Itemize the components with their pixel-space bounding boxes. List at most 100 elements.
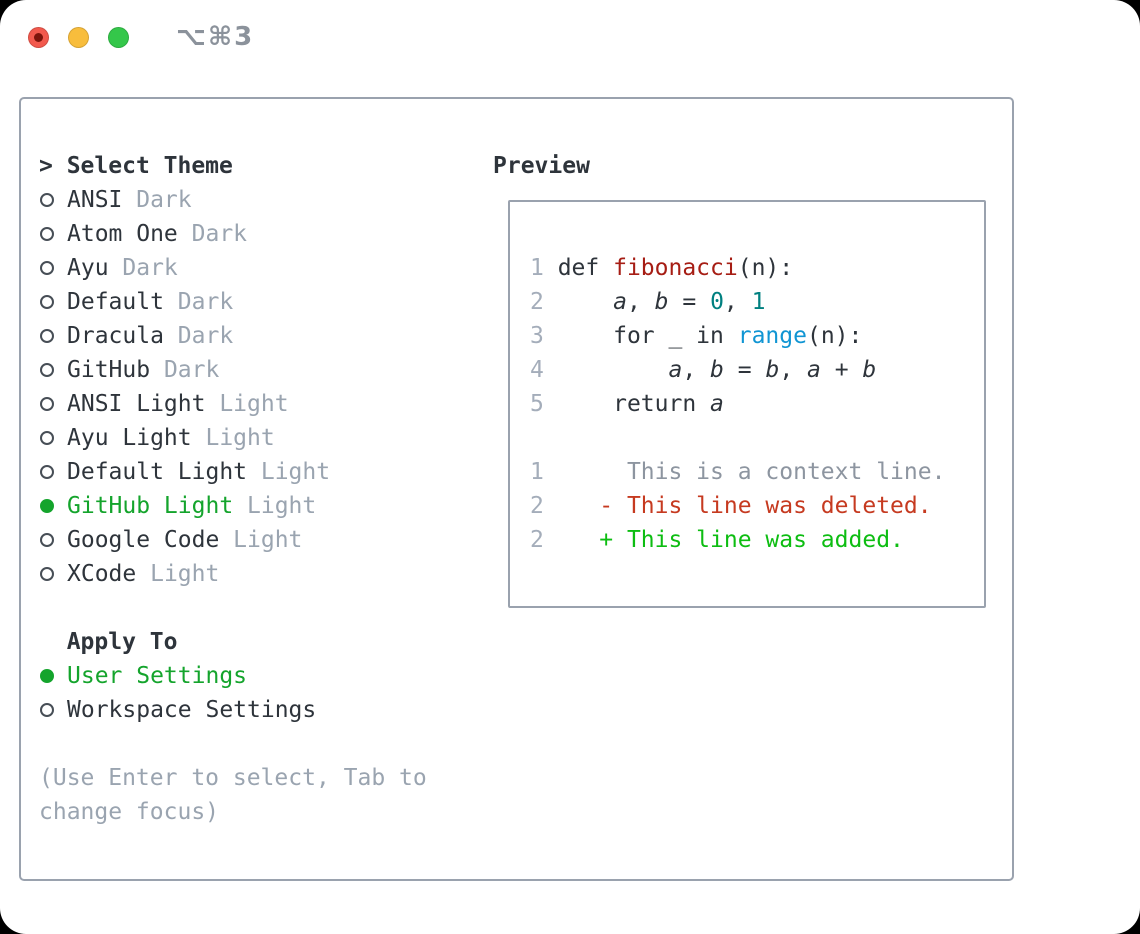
theme-option-ayu[interactable]: Ayu Dark [39,251,479,285]
apply-option-label: Workspace Settings [67,697,317,723]
code-line: 3 for _ in range(n): [530,319,984,353]
code-line: 1 def fibonacci(n): [530,251,984,285]
theme-option-default[interactable]: Default Dark [39,285,479,319]
theme-variant-label: Dark [136,187,192,213]
token-plain: (n): [737,255,794,281]
theme-variant-label: Light [260,459,331,485]
token-plain: + [820,357,863,383]
code-line: 2 a, b = 0, 1 [530,285,984,319]
preview-title: Preview [493,149,1012,183]
line-number: 4 [530,357,558,383]
token-plain: for _ in [557,323,738,349]
token-builtin: range [737,323,807,349]
preview-title-label: Preview [493,153,590,179]
theme-option-label: Ayu Light [67,425,192,451]
token-plain: = [723,357,766,383]
token-plain: (n): [806,323,863,349]
line-number: 1 [530,255,558,281]
code-line: 2 + This line was added. [530,523,984,557]
token-num: 0 [710,289,724,315]
theme-option-label: XCode [67,561,137,587]
token-plain: , [626,289,655,315]
token-var: a [710,391,724,417]
token-num: 1 [751,289,766,315]
radio-icon [40,703,54,717]
token-plain [558,357,669,383]
theme-option-default-light[interactable]: Default Light Light [39,455,479,489]
theme-variant-label: Dark [177,323,234,349]
code-line: 1 This is a context line. [530,455,984,489]
radio-icon [40,193,54,207]
token-plain: , [723,289,752,315]
theme-option-label: Google Code [67,527,220,553]
theme-option-label: Default Light [67,459,248,485]
theme-option-label: GitHub Light [67,493,234,519]
token-var: a [807,357,821,383]
zoom-button[interactable] [108,26,129,48]
theme-variant-label: Dark [163,357,220,383]
radio-icon [40,465,54,479]
theme-option-github[interactable]: GitHub Dark [39,353,479,387]
theme-option-label: GitHub [67,357,151,383]
radio-icon [40,295,54,309]
apply-to-title: Apply To [66,629,178,655]
token-plain [558,289,613,315]
line-number: 3 [530,323,558,349]
radio-icon [40,431,54,445]
radio-icon [40,397,54,411]
theme-option-label: Ayu [67,255,109,281]
radio-icon [40,533,54,547]
titlebar: ⌥⌘3 [28,22,255,52]
theme-option-ayu-light[interactable]: Ayu Light Light [39,421,479,455]
radio-icon [40,261,54,275]
theme-option-github-light[interactable]: GitHub Light Light [39,489,479,523]
apply-to-header: Apply To [39,625,479,659]
theme-option-label: Dracula [67,323,164,349]
record-dot-icon [34,32,43,42]
theme-variant-label: Light [233,527,303,553]
apply-option-label: User Settings [67,663,248,689]
close-button[interactable] [28,26,49,48]
preview-pane: Preview 1 def fibonacci(n):2 a, b = 0, 1… [493,149,1012,879]
apply-option-workspace-settings[interactable]: Workspace Settings [39,693,479,727]
token-add: + This line was added. [557,527,904,553]
select-theme-title: Select Theme [66,153,233,179]
code-line: 5 return a [530,387,984,421]
theme-option-label: ANSI [67,187,123,213]
window-shortcut-label: ⌥⌘3 [176,22,255,52]
token-var: b [862,357,877,383]
apply-option-user-settings[interactable]: User Settings [39,659,479,693]
token-plain: , [682,357,711,383]
theme-variant-label: Light [219,391,289,417]
theme-option-google-code[interactable]: Google Code Light [39,523,479,557]
theme-option-label: Default [67,289,164,315]
theme-variant-label: Dark [177,289,234,315]
line-number: 2 [530,493,558,519]
token-var: b [654,289,669,315]
theme-variant-label: Dark [191,221,248,247]
line-number: 2 [530,527,558,553]
token-plain: = [668,289,711,315]
token-plain: , [779,357,808,383]
minimize-button[interactable] [68,26,89,48]
token-var: b [710,357,724,383]
theme-variant-label: Light [247,493,317,519]
radio-icon [40,567,54,581]
code-line: 4 a, b = b, a + b [530,353,984,387]
theme-variant-label: Light [205,425,275,451]
theme-variant-label: Dark [122,255,178,281]
code-line: 2 - This line was deleted. [530,489,984,523]
token-plain: def [557,255,614,281]
radio-icon [40,227,54,241]
theme-option-ansi[interactable]: ANSI Dark [39,183,479,217]
theme-option-dracula[interactable]: Dracula Dark [39,319,479,353]
cursor-prefix: > [39,153,67,179]
radio-icon [40,329,54,343]
select-theme-header: > Select Theme [39,149,479,183]
